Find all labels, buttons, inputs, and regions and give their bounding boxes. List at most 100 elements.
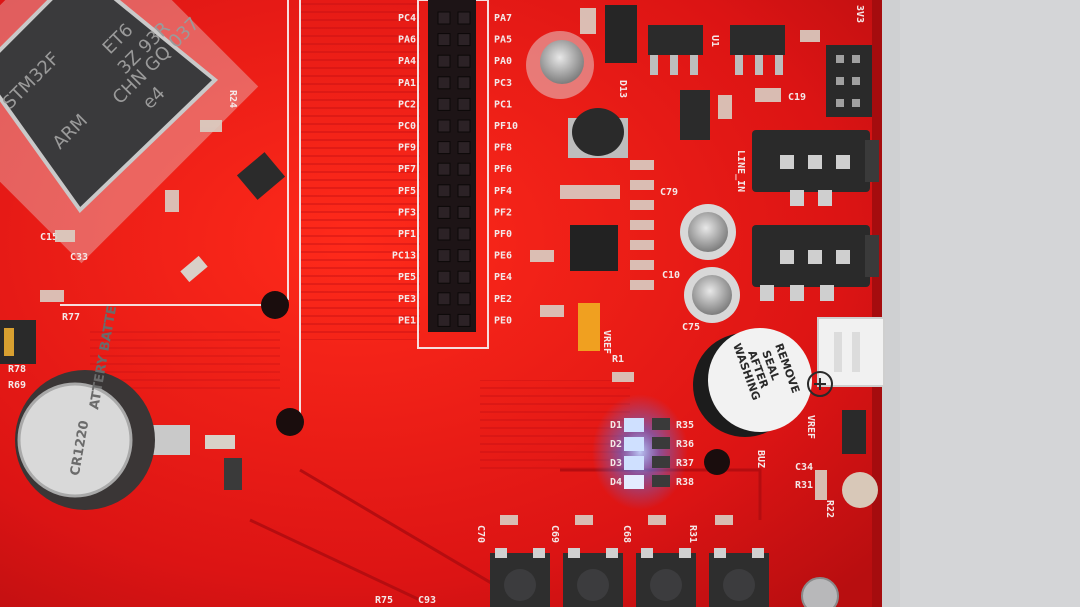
header-pin-label-right: PC1 [494, 99, 512, 110]
led-array [592, 394, 688, 510]
header-pin [437, 141, 451, 155]
label-u1: U1 [709, 35, 720, 47]
header-pin [457, 205, 471, 219]
header-pin [437, 184, 451, 198]
mounting-screw [801, 577, 839, 607]
label-r77: C15 [40, 232, 58, 243]
header-pin [437, 11, 451, 25]
header-pin [437, 292, 451, 306]
header-pin-label-right: PF4 [494, 186, 512, 197]
label-r69: R77 [62, 312, 80, 323]
header-pin [437, 54, 451, 68]
header-pin [457, 141, 471, 155]
header-pin [437, 119, 451, 133]
header-pin-label-right: PC3 [494, 78, 512, 89]
header-pin-label-right: PE0 [494, 315, 512, 326]
vref-jumper [578, 303, 600, 351]
header-pin [457, 313, 471, 327]
mcu-chip: ARM STM32F ET6 3Z 93R CHN GQ 037 e4 [0, 0, 259, 264]
pin-header [417, 0, 489, 349]
header-pin-label-right: PA7 [494, 13, 512, 24]
header-pin-label-right: PA0 [494, 56, 512, 67]
label-c79: C79 [660, 187, 678, 198]
header-pin-label-left: PA4 [398, 56, 416, 67]
label-r31: R31 [687, 525, 698, 543]
header-pin [437, 97, 451, 111]
label-c15: R22 [824, 500, 835, 518]
header-pin-label-left: PE3 [398, 294, 416, 305]
label-boot: R69 [8, 380, 26, 391]
label-r22: C34 [795, 462, 813, 473]
header-pin [437, 33, 451, 47]
header-pin-label-left: PF9 [398, 143, 416, 154]
header-pin-label-left: PC0 [398, 121, 416, 132]
label-c70: C70 [475, 525, 486, 543]
header-pin [457, 162, 471, 176]
label-r1: R1 [612, 354, 624, 365]
header-pin [457, 227, 471, 241]
header-pin [437, 162, 451, 176]
led-res-3: R37 [676, 458, 694, 469]
label-buzzer: BUZ [755, 450, 766, 468]
header-pin-label-left: PC2 [398, 99, 416, 110]
header-pin [437, 313, 451, 327]
push-buttons [490, 548, 769, 607]
header-pin [457, 54, 471, 68]
header-pin [457, 11, 471, 25]
label-c68: C68 [621, 525, 632, 543]
led-label-4: D4 [610, 477, 622, 488]
header-pin-label-right: PA5 [494, 35, 512, 46]
header-pin-label-right: PF10 [494, 121, 518, 132]
led-res-4: R38 [676, 477, 694, 488]
led-4 [624, 475, 644, 489]
header-pin-label-right: PE2 [494, 294, 512, 305]
header-pin-label-right: PF2 [494, 207, 512, 218]
header-pin-label-right: PF0 [494, 229, 512, 240]
header-pin-label-left: PF5 [398, 186, 416, 197]
label-b1: R78 [8, 364, 26, 375]
header-pin [457, 270, 471, 284]
label-c10: C10 [662, 270, 680, 281]
label-c19: C19 [788, 92, 806, 103]
header-pin [437, 227, 451, 241]
led-label-2: D2 [610, 439, 622, 450]
label-vref-2: VREF [805, 415, 816, 439]
label-r24: R31 [795, 480, 813, 491]
small-ic [236, 152, 286, 200]
header-pin [457, 249, 471, 263]
header-pin [457, 292, 471, 306]
header-left-labels: PC4PA6PA4PA1PC2PC0PF9PF7PF5PF3PF1PC13PE5… [392, 13, 416, 326]
header-pin [457, 33, 471, 47]
header-pin-label-left: PE1 [398, 315, 416, 326]
label-vref: VREF [601, 330, 612, 354]
header-pin-label-right: PE4 [494, 272, 512, 283]
header-pin-label-right: PF8 [494, 143, 512, 154]
regulators [570, 5, 785, 351]
led-1 [624, 418, 644, 432]
led-res-1: R35 [676, 420, 694, 431]
led-3 [624, 456, 644, 470]
led-2 [624, 437, 644, 451]
led-label-3: D3 [610, 458, 622, 469]
label-d13: D13 [617, 80, 628, 98]
header-pin-label-right: PE6 [494, 251, 512, 262]
label-c33: R24 [227, 90, 238, 108]
led-res-2: R36 [676, 439, 694, 450]
header-pin [457, 97, 471, 111]
label-c93: C93 [418, 595, 436, 606]
label-c75: C75 [682, 322, 700, 333]
header-pin [437, 205, 451, 219]
header-pin [437, 270, 451, 284]
header-pin [457, 119, 471, 133]
led-label-1: D1 [610, 420, 622, 431]
header-pin-label-left: PF1 [398, 229, 416, 240]
header-pin [437, 76, 451, 90]
header-pin-label-left: PC13 [392, 251, 416, 262]
header-pin-label-left: PF3 [398, 207, 416, 218]
header-pin [437, 249, 451, 263]
label-r78: C33 [70, 252, 88, 263]
header-pin-label-right: PF6 [494, 164, 512, 175]
label-3v3: 3V3 [854, 5, 865, 23]
header-pin [457, 76, 471, 90]
